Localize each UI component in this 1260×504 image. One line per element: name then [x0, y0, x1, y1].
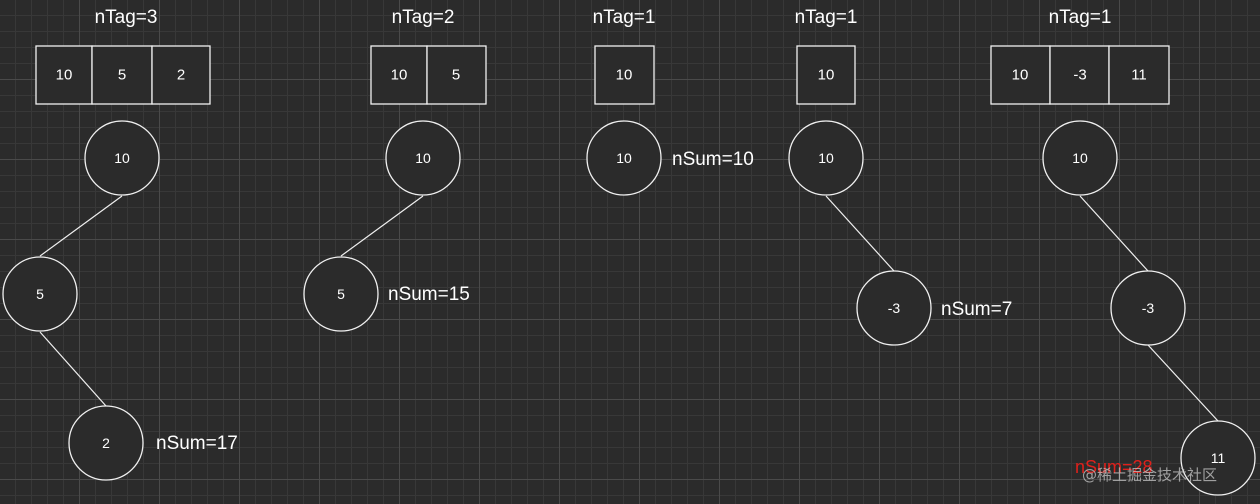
tree-node: [303, 256, 379, 332]
array-cell-value: 11: [1131, 67, 1147, 84]
tree-node-value: 10: [616, 150, 632, 166]
panel-4-array: 10: [796, 45, 856, 105]
array-cell-value: 10: [1012, 67, 1029, 84]
tree-node-value: 10: [1072, 150, 1088, 166]
panel-3-tag: nTag=1: [593, 7, 656, 28]
tree-node-value: 10: [415, 150, 431, 166]
panel-2-array: 10 5: [370, 45, 487, 105]
tree-node: [385, 120, 461, 196]
array-cell: [1108, 45, 1170, 105]
path-sum-label-highlight: nSum=28: [1075, 457, 1153, 477]
array-cell: [151, 45, 211, 105]
path-sum-label: nSum=7: [941, 299, 1012, 320]
array-cell-value: 10: [56, 67, 73, 84]
panel-2-tag: nTag=2: [392, 7, 455, 28]
tree-edge: [340, 195, 424, 257]
tree-edge: [1147, 344, 1219, 422]
tree-node: [1180, 420, 1256, 496]
tree-node: [1110, 270, 1186, 346]
array-cell: [594, 45, 655, 105]
panel-1: nTag=3 10 5 2 10 5 2 nSum=17: [2, 7, 238, 481]
tree-node-value: 11: [1211, 450, 1226, 466]
tree-node-value: 5: [36, 286, 44, 302]
tree-edge: [39, 195, 123, 257]
watermark-text: @稀土掘金技术社区: [1082, 466, 1217, 484]
tree-edge: [39, 331, 107, 407]
path-sum-label: nSum=10: [672, 149, 754, 170]
array-cell-value: 10: [616, 67, 633, 84]
array-cell: [35, 45, 93, 105]
tree-node: [788, 120, 864, 196]
tree-node-value: 5: [337, 286, 345, 302]
tree-node: [1042, 120, 1118, 196]
tree-node: [586, 120, 662, 196]
tree-node-value: 10: [114, 150, 130, 166]
tree-node: [2, 256, 78, 332]
array-cell: [426, 45, 487, 105]
panel-4-tag: nTag=1: [795, 7, 858, 28]
array-cell-value: 10: [391, 67, 408, 84]
array-cell-value: -3: [1073, 67, 1086, 84]
array-cell: [370, 45, 428, 105]
array-cell: [796, 45, 856, 105]
array-cell-value: 2: [177, 67, 185, 84]
array-cell-value: 5: [118, 67, 126, 84]
panel-5-tag: nTag=1: [1049, 7, 1112, 28]
tree-node: [84, 120, 160, 196]
path-sum-label: nSum=15: [388, 284, 470, 305]
tree-node-value: 10: [818, 150, 834, 166]
tree-node: [856, 270, 932, 346]
tree-edge: [1079, 195, 1149, 272]
array-cell: [990, 45, 1051, 105]
panel-3-array: 10: [594, 45, 655, 105]
tree-node-value: -3: [1142, 300, 1155, 316]
tree-node: [68, 405, 144, 481]
panel-4: nTag=1 10 10 -3 nSum=7: [788, 7, 1012, 346]
panel-5: nTag=1 10 -3 11 10 -3 11 nSum=28: [990, 7, 1256, 496]
array-cell-value: 10: [818, 67, 835, 84]
panel-2: nTag=2 10 5 10 5 nSum=15: [303, 7, 487, 332]
panel-5-array: 10 -3 11: [990, 45, 1170, 105]
panel-1-tag: nTag=3: [95, 7, 158, 28]
array-cell: [91, 45, 153, 105]
panel-1-array: 10 5 2: [35, 45, 211, 105]
tree-node-value: 2: [102, 435, 110, 451]
tree-node-value: -3: [888, 300, 901, 316]
path-sum-label: nSum=17: [156, 433, 238, 454]
tree-edge: [825, 195, 895, 272]
array-cell: [1049, 45, 1110, 105]
panel-3: nTag=1 10 10 nSum=10: [586, 7, 754, 196]
array-cell-value: 5: [452, 67, 460, 84]
